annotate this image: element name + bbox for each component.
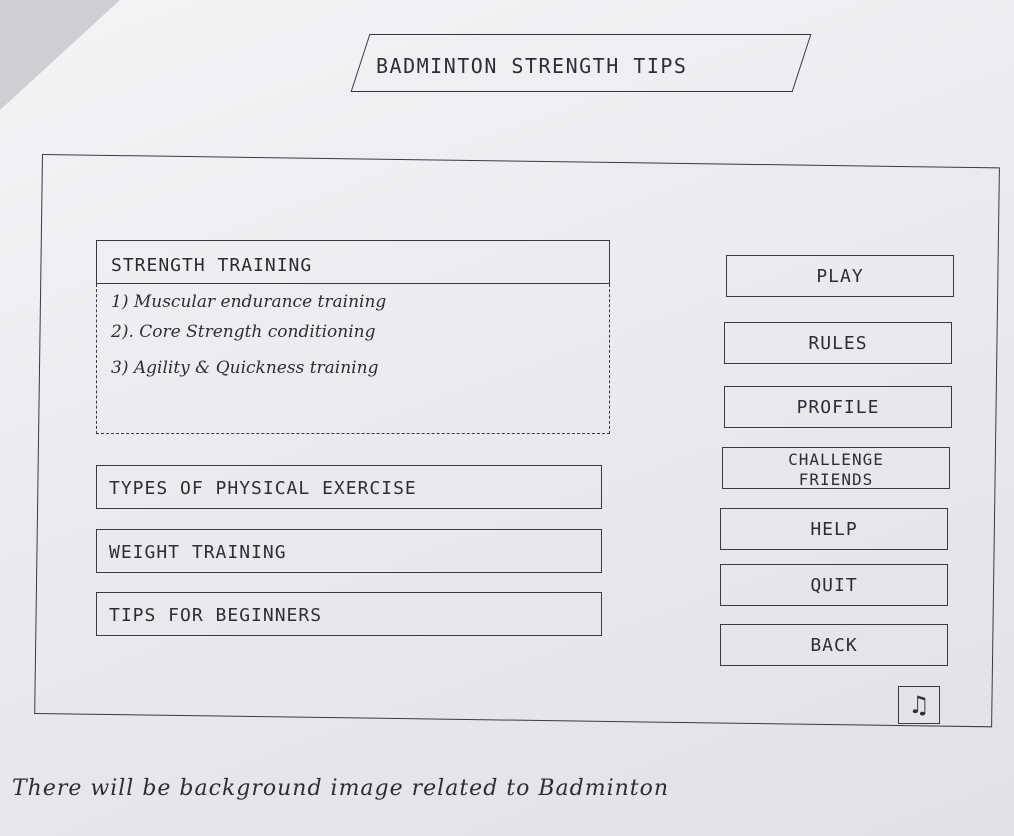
back-button[interactable]: BACK (720, 624, 948, 666)
paper-fold-shadow (0, 0, 120, 110)
types-of-physical-exercise-button[interactable]: TYPES OF PHYSICAL EXERCISE (96, 465, 602, 509)
friends-label: FRIENDS (798, 470, 874, 489)
tips-for-beginners-button[interactable]: TIPS FOR BEGINNERS (96, 592, 602, 636)
designer-note: There will be background image related t… (12, 776, 670, 801)
strength-training-panel: STRENGTH TRAINING 1) Muscular endurance … (96, 240, 610, 434)
quit-button[interactable]: QUIT (720, 564, 948, 606)
rules-button[interactable]: RULES (724, 322, 952, 364)
music-toggle-button[interactable]: ♫ (898, 686, 940, 724)
page-title: BADMINTON STRENGTH TIPS (376, 54, 688, 78)
strength-training-header[interactable]: STRENGTH TRAINING (96, 240, 610, 284)
weight-training-button[interactable]: WEIGHT TRAINING (96, 529, 602, 573)
help-button[interactable]: HELP (720, 508, 948, 550)
list-item[interactable]: 3) Agility & Quickness training (111, 358, 379, 378)
music-note-icon: ♫ (908, 691, 930, 719)
list-item[interactable]: 1) Muscular endurance training (111, 292, 387, 312)
strength-training-list: 1) Muscular endurance training 2). Core … (96, 284, 610, 434)
challenge-friends-button[interactable]: CHALLENGE FRIENDS (722, 447, 950, 489)
challenge-label: CHALLENGE (788, 450, 884, 469)
profile-button[interactable]: PROFILE (724, 386, 952, 428)
play-button[interactable]: PLAY (726, 255, 954, 297)
list-item[interactable]: 2). Core Strength conditioning (111, 322, 376, 342)
